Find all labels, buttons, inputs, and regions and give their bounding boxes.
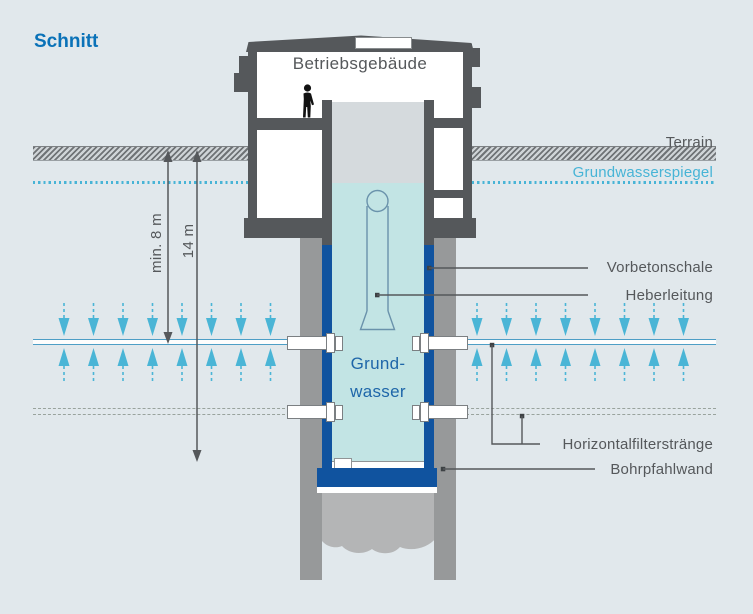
siphon-pipe (359, 189, 396, 331)
label-grundwasserspiegel: Grundwasserspiegel (572, 164, 713, 181)
building-floor-right (424, 118, 464, 128)
filter-strand-lower-left (33, 408, 290, 415)
building-ledge-left-upper (239, 56, 248, 74)
concrete-lining-left (322, 245, 332, 470)
grout-plug (319, 492, 436, 554)
filter-coupling-lower-left-b (335, 404, 343, 420)
building-wall-left (248, 44, 257, 222)
label-vorbetonschale: Vorbetonschale (606, 259, 713, 276)
label-14m: 14 m (180, 223, 197, 259)
leader-filter-bracket (491, 345, 540, 445)
label-heberleitung: Heberleitung (625, 287, 713, 304)
building-room-right-upper (434, 128, 463, 190)
filter-coupling-upper-left-b (335, 335, 343, 351)
groundwater-table-line-right (472, 181, 716, 184)
terrain-hatch-right (472, 146, 716, 161)
building-foundation-left (244, 218, 332, 238)
leader-lines (375, 265, 595, 472)
filter-coupling-lower-right-a (420, 402, 429, 422)
building-foundation-right (424, 218, 476, 238)
concrete-lining-bottom-slab (317, 468, 437, 487)
filter-coupling-upper-right-a (420, 333, 429, 353)
building-floor-left (256, 118, 332, 130)
building-wall-right (463, 44, 472, 222)
filter-strand-lower-right (466, 408, 716, 415)
building-ledge-right-lower (472, 87, 481, 108)
filter-coupling-upper-right-b (412, 335, 420, 351)
filter-coupling-lower-left-a (326, 402, 335, 422)
building-room-right-lower (434, 198, 463, 218)
building-slab-right (430, 190, 464, 198)
label-horizontalfilterstraenge: Horizontalfilterstränge (562, 436, 713, 453)
label-grundwasser-line2: wasser (350, 382, 406, 401)
skylight-icon (355, 37, 412, 49)
label-grundwasser-line1: Grund- (350, 354, 406, 373)
label-min-8m: min. 8 m (148, 213, 165, 273)
filter-strand-upper-left (33, 339, 290, 345)
groundwater-table-line-left (33, 181, 248, 184)
blinding-layer (317, 487, 437, 493)
label-terrain: Terrain (665, 134, 713, 151)
page-title: Schnitt (34, 31, 99, 52)
label-betriebsgebaeude: Betriebsgebäude (292, 54, 428, 73)
filter-coupling-lower-right-b (412, 404, 420, 420)
shaft-wall-right (424, 100, 434, 247)
concrete-lining-right (424, 245, 434, 470)
shaft-interior-above-water (332, 102, 424, 183)
label-bohrpfahlwand: Bohrpfahlwand (610, 461, 713, 478)
dimension-arrows (163, 150, 202, 462)
groundwater-body (332, 183, 424, 463)
terrain-hatch-left (33, 146, 248, 161)
shaft-wall-left (322, 100, 332, 247)
label-grundwasser: Grund- wasser (332, 350, 424, 406)
building-room-left (257, 130, 322, 218)
filter-coupling-upper-left-a (326, 333, 335, 353)
filter-strand-upper-right (466, 339, 716, 345)
shaft-floor (332, 461, 424, 470)
person-silhouette-icon (303, 84, 314, 118)
building-ledge-left-lower (234, 73, 248, 92)
building-ledge-right-upper (472, 48, 480, 67)
